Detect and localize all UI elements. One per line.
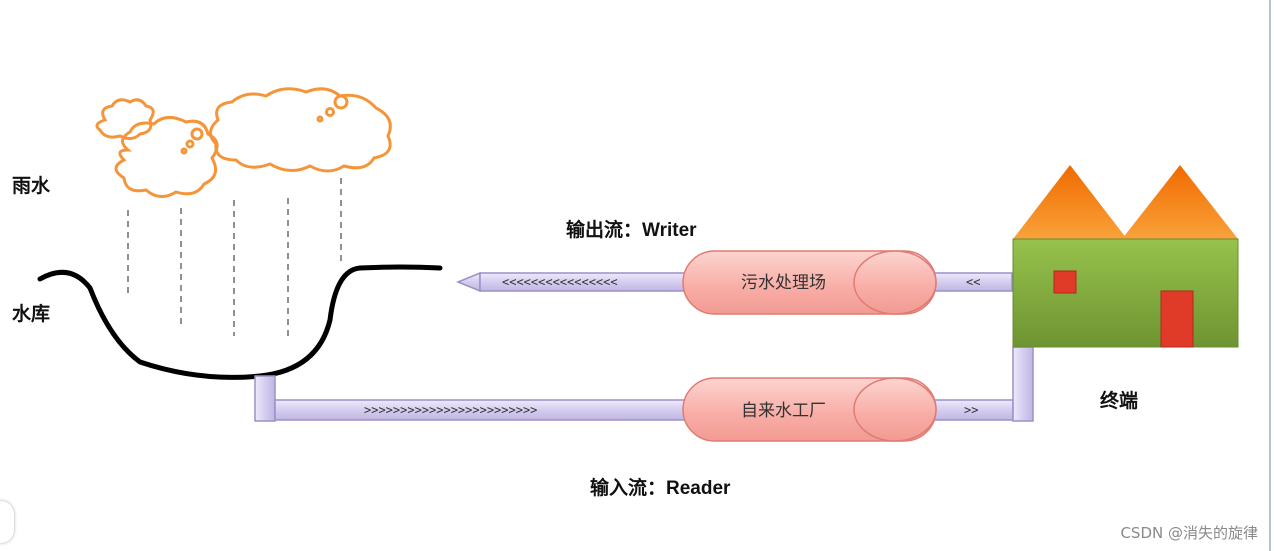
terminal-label: 终端 [1100, 389, 1138, 412]
rain-label: 雨水 [12, 175, 51, 197]
output-flow-arrows: <<<<<<<<<<<<<<<< [502, 275, 618, 289]
output-flow-arrows-short: << [966, 275, 980, 289]
output-pipe-arrowhead [456, 271, 481, 293]
input-flow-arrows: >>>>>>>>>>>>>>>>>>>>>>>> [364, 403, 537, 417]
input-stream-label: 输入流：Reader [590, 476, 731, 499]
reservoir-basin [37, 264, 443, 380]
output-pipe: <<<<<<<<<<<<<<<< << [456, 271, 1013, 293]
output-stream-label: 输出流：Writer [566, 218, 697, 241]
roof-left [1013, 165, 1127, 239]
house-wall [1012, 238, 1239, 348]
input-pipe: >>>>>>>>>>>>>>>>>>>>>>>> >> [254, 346, 1034, 422]
terminal-house-icon [1012, 165, 1239, 348]
house-door [1160, 290, 1194, 348]
input-flow-arrows-short: >> [964, 403, 978, 417]
reservoir-label: 水库 [12, 302, 50, 325]
sewage-plant-label: 污水处理场 [741, 273, 826, 292]
rain-cloud-icon [95, 87, 392, 198]
right-border [1269, 0, 1271, 551]
input-pipe-right-riser [1012, 346, 1034, 422]
water-plant-tank: 自来水工厂 [682, 377, 937, 442]
house-window [1053, 270, 1077, 294]
roof-right [1122, 165, 1238, 239]
rain-lines [127, 178, 342, 336]
input-pipe-left-riser [254, 375, 276, 422]
watermark: CSDN @消失的旋律 [1120, 524, 1258, 542]
scroll-handle[interactable] [0, 501, 14, 543]
water-plant-label: 自来水工厂 [741, 401, 826, 420]
sewage-plant-tank: 污水处理场 [682, 250, 937, 315]
